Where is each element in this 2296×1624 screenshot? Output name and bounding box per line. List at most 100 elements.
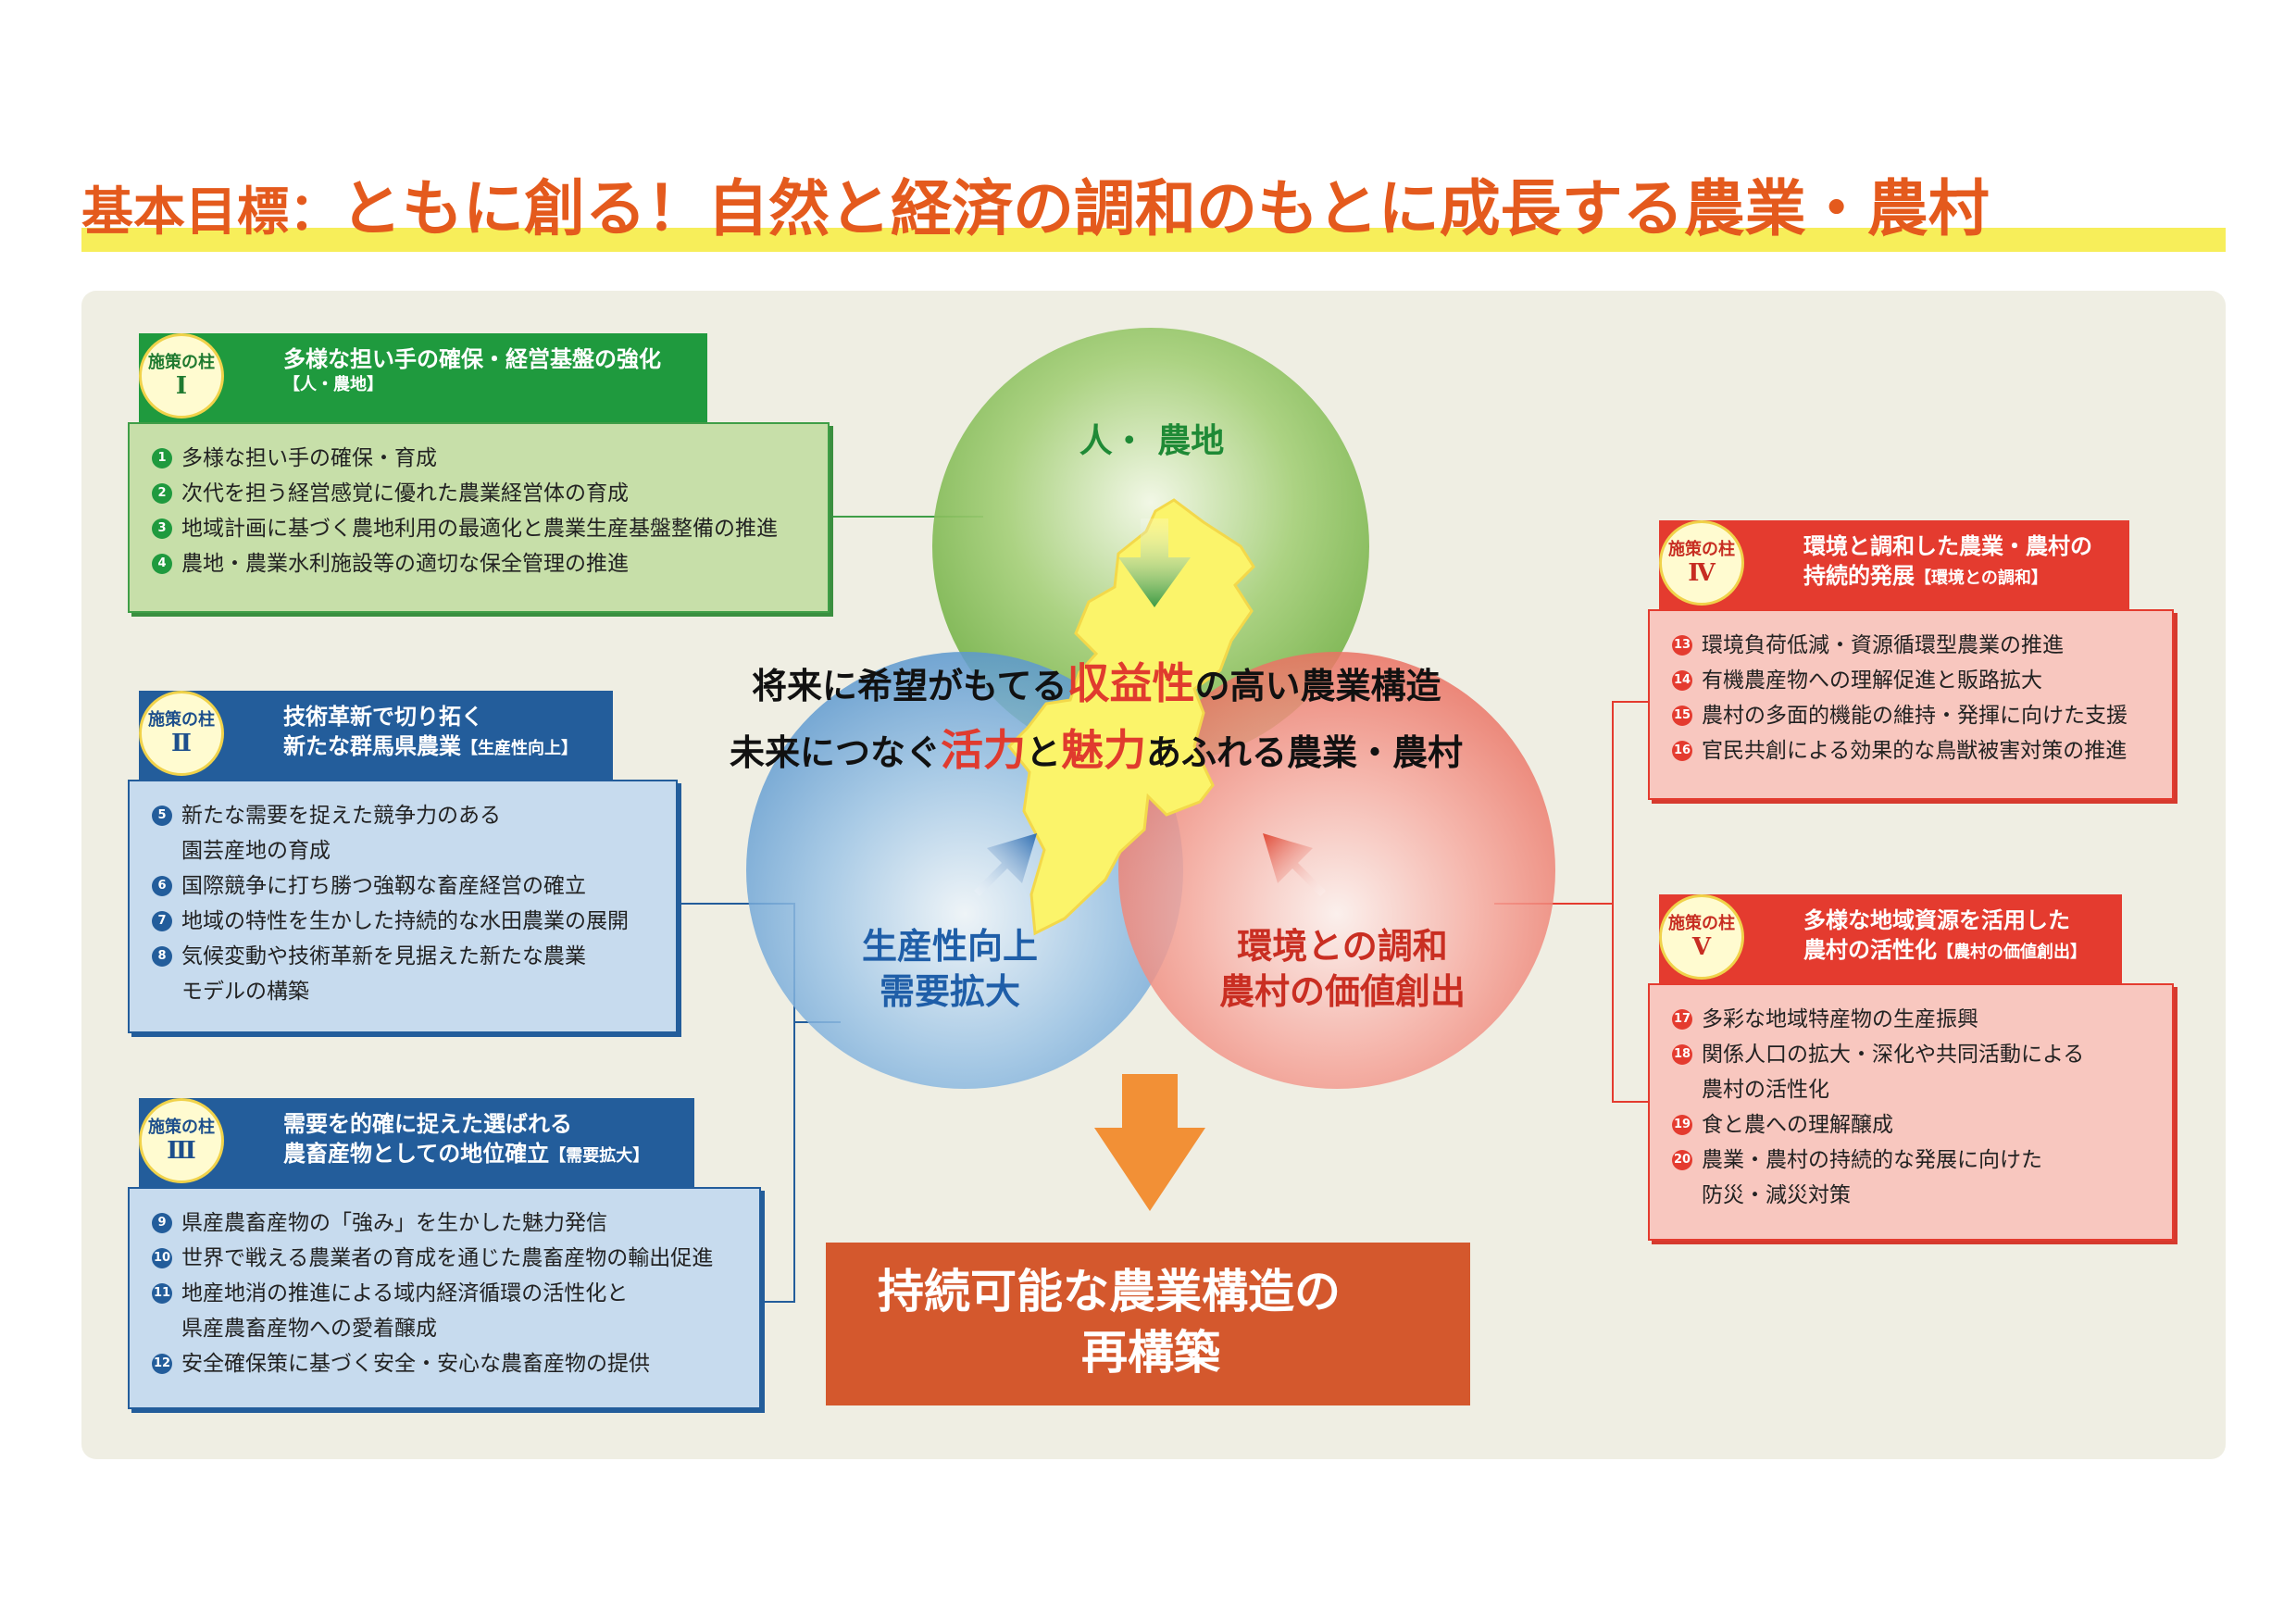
pillar-1-numeral: Ⅰ	[175, 372, 188, 400]
page-title: 基本目標：ともに創る！自然と経済の調和のもとに成長する農業・農村	[81, 165, 1990, 269]
list-item: 5 新たな需要を捉えた競争力のある園芸産地の育成	[152, 798, 654, 868]
pillar-2-list: 5 新たな需要を捉えた競争力のある園芸産地の育成 6 国際競争に打ち勝つ強靱な畜産経…	[128, 780, 678, 1033]
pillar-4-tag: 【環境との調和】	[1915, 568, 2048, 589]
item-number: 13	[1672, 635, 1692, 656]
item-text: 気候変動や技術革新を見据えた新たな農業	[181, 944, 586, 968]
circle-label-left: 生産性向上 需要拡大	[811, 924, 1089, 1016]
item-number: 4	[152, 554, 172, 574]
pillar-2-badge: 施策の柱 Ⅱ	[139, 691, 224, 776]
circle-left-line1: 生産性向上	[861, 926, 1038, 967]
pillar-3-header: 需要を的確に捉えた選ばれる 農畜産物としての地位確立【需要拡大】	[139, 1098, 694, 1187]
arrow-upright-blue-icon	[974, 833, 1037, 896]
item-text: 国際競争に打ち勝つ強靱な畜産経営の確立	[181, 874, 586, 898]
item-text: 次代を担う経営感覚に優れた農業経営体の育成	[181, 481, 629, 506]
center-line1-highlight: 収益性	[1067, 658, 1195, 708]
item-number: 14	[1672, 670, 1692, 691]
item-number: 17	[1672, 1009, 1692, 1030]
circle-environment	[1118, 652, 1555, 1089]
item-text: 農村の多面的機能の維持・発揮に向けた支援	[1702, 704, 2128, 728]
pillar-5-badge: 施策の柱 Ⅴ	[1659, 894, 1744, 980]
item-number: 6	[152, 876, 172, 896]
pillar-5-title-2: 農村の活性化	[1803, 937, 1937, 964]
circle-label-top: 人・ 農地	[1079, 422, 1225, 460]
item-text-cont: 園芸産地の育成	[181, 839, 331, 863]
pillar-5-title-1: 多様な地域資源を活用した	[1803, 907, 2070, 933]
item-number: 15	[1672, 706, 1692, 726]
pillar-4-title-1: 環境と調和した農業・農村の	[1803, 533, 2092, 559]
item-text: 多彩な地域特産物の生産振興	[1702, 1007, 1978, 1031]
item-text: 官民共創による効果的な鳥獣被害対策の推進	[1702, 739, 2128, 763]
item-text: 地産地消の推進による域内経済循環の活性化と	[181, 1281, 629, 1305]
pillar-3-tag: 【需要拡大】	[549, 1146, 650, 1167]
item-number: 18	[1672, 1044, 1692, 1065]
circle-label-right: 環境との調和 農村の価値創出	[1194, 924, 1491, 1016]
list-item: 12 安全確保策に基づく安全・安心な農畜産物の提供	[152, 1346, 737, 1381]
title-highlight	[81, 228, 2226, 252]
list-item: 17 多彩な地域特産物の生産振興	[1672, 1002, 2150, 1037]
pillar-3-badge: 施策の柱 Ⅲ	[139, 1098, 224, 1183]
center-line1-post: の高い農業構造	[1194, 666, 1441, 706]
result-line1: 持続可能な農業構造の	[878, 1265, 1341, 1318]
item-text: 安全確保策に基づく安全・安心な農畜産物の提供	[181, 1352, 650, 1376]
item-number: 20	[1672, 1150, 1692, 1170]
center-line-1: 将来に希望がもてる収益性の高い農業構造	[752, 650, 1441, 711]
arrow-down-green-icon	[1118, 518, 1191, 607]
item-text: 世界で戦える農業者の育成を通じた農畜産物の輸出促進	[181, 1246, 714, 1270]
pillar-3-title-1: 需要を的確に捉えた選ばれる	[283, 1111, 572, 1137]
center-line-2: 未来につなぐ活力と魅力あふれる農業・農村	[730, 717, 1463, 778]
center-line2-pre: 未来につなぐ	[730, 732, 942, 773]
list-item: 6 国際競争に打ち勝つ強靱な畜産経営の確立	[152, 868, 654, 904]
title-area: 基本目標：ともに創る！自然と経済の調和のもとに成長する農業・農村	[81, 165, 2226, 254]
title-label: 基本目標：	[81, 182, 341, 243]
center-line1-pre: 将来に希望がもてる	[752, 666, 1067, 706]
item-text: 食と農への理解醸成	[1702, 1113, 1893, 1137]
item-text: 農地・農業水利施設等の適切な保全管理の推進	[181, 552, 629, 576]
item-number: 12	[152, 1354, 172, 1374]
connector-line-4-5	[1612, 701, 1648, 1103]
item-text-cont: 防災・減災対策	[1702, 1183, 1851, 1207]
item-text-cont: 農村の活性化	[1702, 1078, 1829, 1102]
item-number: 7	[152, 911, 172, 931]
pillar-3-numeral: Ⅲ	[167, 1137, 196, 1165]
item-number: 5	[152, 806, 172, 826]
gunma-map-icon	[1006, 498, 1255, 936]
pillar-4-numeral: Ⅳ	[1688, 559, 1716, 587]
item-number: 1	[152, 448, 172, 468]
pillar-2-badge-label: 施策の柱	[148, 710, 215, 730]
center-line2-highlight2: 魅力	[1061, 725, 1147, 775]
pillar-5-tag: 【農村の価値創出】	[1937, 943, 2087, 963]
list-item: 19 食と農への理解醸成	[1672, 1107, 2150, 1143]
result-box: 持続可能な農業構造の 再構築	[826, 1243, 1470, 1405]
item-number: 16	[1672, 741, 1692, 761]
item-number: 9	[152, 1213, 172, 1233]
pillar-5-badge-label: 施策の柱	[1668, 914, 1735, 933]
item-text: 地域計画に基づく農地利用の最適化と農業生産基盤整備の推進	[181, 517, 778, 541]
pillar-1-badge: 施策の柱 Ⅰ	[139, 333, 224, 418]
pillar-2-header: 技術革新で切り拓く 新たな群馬県農業【生産性向上】	[139, 691, 613, 780]
pillar-2-title-2: 新たな群馬県農業	[283, 733, 461, 760]
item-number: 19	[1672, 1115, 1692, 1135]
item-text-cont: モデルの構築	[181, 980, 309, 1004]
circle-right-line1: 環境との調和	[1237, 926, 1448, 967]
pillar-2-title-1: 技術革新で切り拓く	[283, 704, 483, 730]
pillar-1-badge-label: 施策の柱	[148, 353, 215, 372]
pillar-1-tag: 【人・農地】	[283, 375, 383, 395]
center-line2-post: あふれる農業・農村	[1146, 732, 1464, 773]
pillar-4-badge-label: 施策の柱	[1668, 540, 1735, 559]
pillar-1-header: 多様な担い手の確保・経営基盤の強化 【人・農地】	[139, 333, 707, 422]
pillar-2-numeral: Ⅱ	[171, 730, 192, 757]
item-text: 新たな需要を捉えた競争力のある	[181, 804, 501, 828]
center-line2-highlight1: 活力	[941, 725, 1027, 775]
